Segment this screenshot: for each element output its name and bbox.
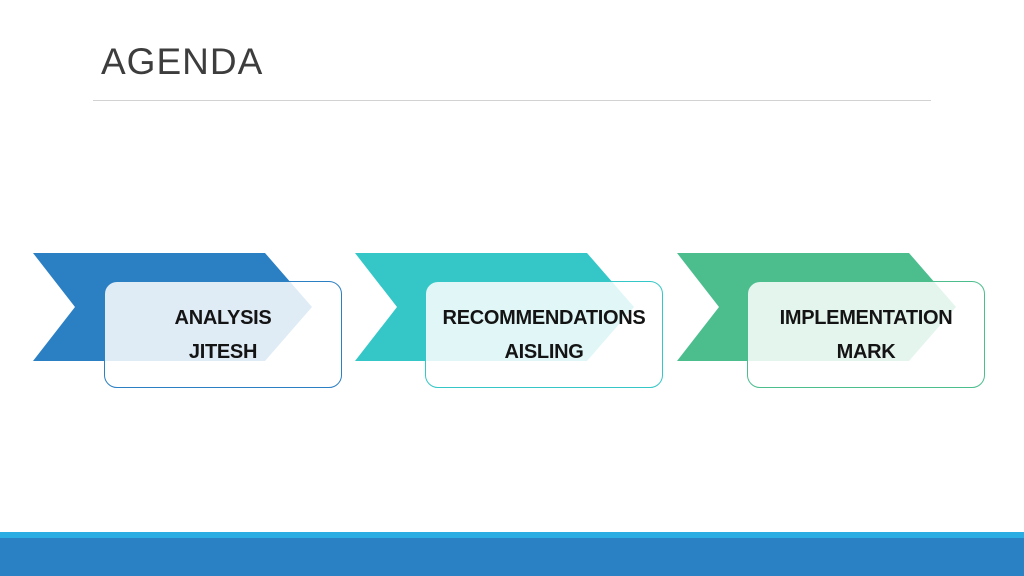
step-box-analysis: ANALYSIS JITESH	[104, 281, 342, 388]
page-title: AGENDA	[101, 41, 264, 82]
footer-accent-strip	[0, 532, 1024, 538]
step-box-implementation: IMPLEMENTATION MARK	[747, 281, 985, 388]
step-presenter: MARK	[836, 340, 896, 363]
step-presenter: JITESH	[188, 340, 258, 363]
step-presenter: AISLING	[504, 340, 584, 363]
step-box-recommendations: RECOMMENDATIONS AISLING	[425, 281, 663, 388]
title-divider	[93, 100, 931, 101]
step-label: RECOMMENDATIONS	[442, 306, 646, 329]
footer-bar	[0, 538, 1024, 576]
step-label: ANALYSIS	[174, 306, 272, 329]
step-label: IMPLEMENTATION	[779, 306, 953, 329]
